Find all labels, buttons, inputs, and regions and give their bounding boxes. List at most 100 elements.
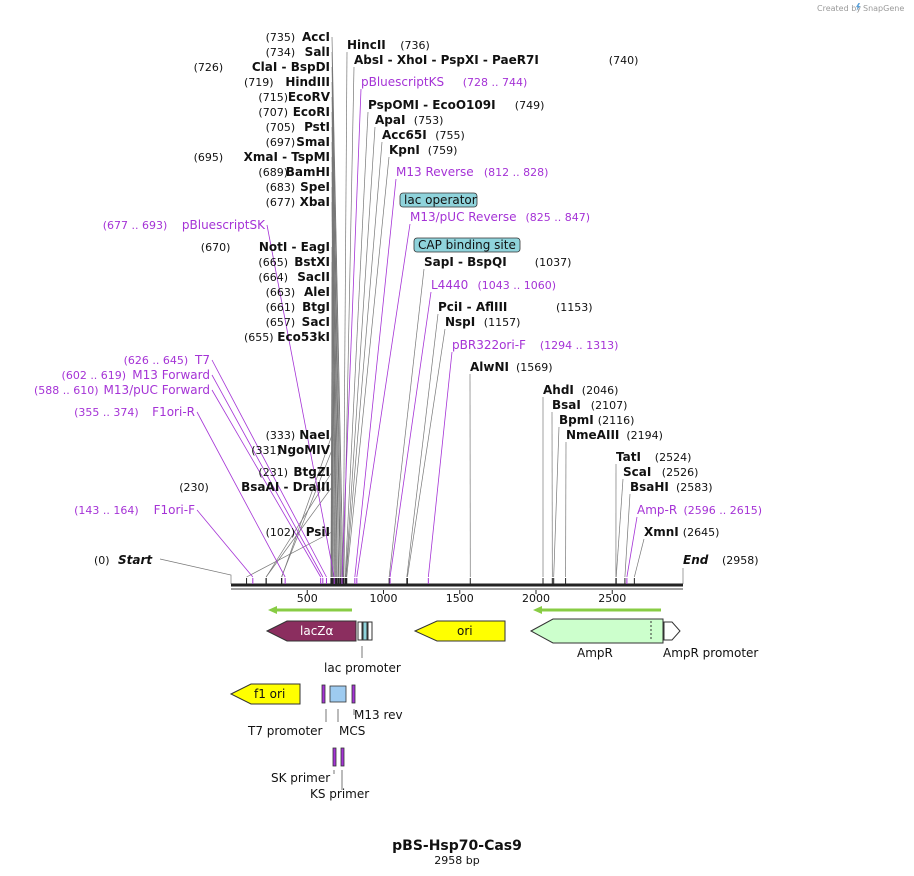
primer-leader xyxy=(196,411,286,578)
enzyme-label[interactable]: ClaI - BspDI xyxy=(252,60,330,74)
primer-leader xyxy=(389,291,432,578)
enzyme-label[interactable]: SacI xyxy=(302,315,330,329)
leader-line xyxy=(281,449,333,578)
ampr-label: AmpR xyxy=(577,646,613,660)
enzyme-label[interactable]: NotI - EagI xyxy=(259,240,330,254)
enzyme-position: (657) xyxy=(266,316,296,329)
primer-label[interactable]: F1ori-F xyxy=(154,503,195,517)
ampr-promoter-feature[interactable] xyxy=(663,621,681,641)
primer-label[interactable]: F1ori-R xyxy=(152,405,195,419)
enzyme-label[interactable]: BsaAI - DraIII xyxy=(241,480,330,494)
enzyme-label[interactable]: AhdI xyxy=(543,383,574,397)
enzyme-position: (102) xyxy=(266,526,296,539)
enzyme-label[interactable]: Acc65I xyxy=(382,128,427,142)
enzyme-label[interactable]: BtgZI xyxy=(293,465,330,479)
primer-label[interactable]: pBluescriptSK xyxy=(182,218,266,232)
f1-ori-feature[interactable]: f1 ori xyxy=(229,683,301,705)
primer-label[interactable]: pBluescriptKS xyxy=(361,75,444,89)
primer-label[interactable]: M13 Forward xyxy=(132,368,210,382)
leader-line xyxy=(634,538,645,578)
enzyme-position: (2526) xyxy=(662,466,699,479)
enzyme-label[interactable]: PspOMI - EcoO109I xyxy=(368,98,496,112)
sequence-backbone xyxy=(231,583,683,590)
enzyme-label[interactable]: NgoMIV xyxy=(277,443,330,457)
enzyme-label[interactable]: AleI xyxy=(304,285,330,299)
leader-line xyxy=(331,126,339,578)
enzyme-label[interactable]: AbsI - XhoI - PspXI - PaeR7I xyxy=(354,53,539,67)
ampr-feature[interactable] xyxy=(529,618,664,644)
enzyme-label[interactable]: ScaI xyxy=(623,465,651,479)
sk-primer-feature[interactable] xyxy=(332,747,337,774)
enzyme-label[interactable]: SmaI xyxy=(296,135,330,149)
enzyme-label[interactable]: XbaI xyxy=(300,195,330,209)
enzyme-position: (707) xyxy=(258,106,288,119)
enzyme-label[interactable]: BpmI xyxy=(559,413,594,427)
t7-promoter-feature[interactable] xyxy=(321,684,327,722)
primer-label[interactable]: M13/pUC Reverse xyxy=(410,210,517,224)
enzyme-label[interactable]: SacII xyxy=(297,270,330,284)
enzyme-label[interactable]: NmeAIII xyxy=(566,428,619,442)
enzyme-position: (1569) xyxy=(516,361,553,374)
enzyme-label[interactable]: ApaI xyxy=(375,113,405,127)
m13-rev-feature[interactable] xyxy=(351,684,356,715)
primer-range: (626 .. 645) xyxy=(124,354,189,367)
primer-label[interactable]: L4440 xyxy=(431,278,468,292)
enzyme-label[interactable]: NaeI xyxy=(299,428,330,442)
ks-primer-feature[interactable] xyxy=(340,747,345,790)
primer-range: (588 .. 610) xyxy=(34,384,99,397)
enzyme-label[interactable]: PsiI xyxy=(306,525,330,539)
primer-range: (355 .. 374) xyxy=(74,406,139,419)
orf-arrow-ampr xyxy=(533,606,661,614)
enzyme-label[interactable]: XmaI - TspMI xyxy=(244,150,330,164)
enzyme-label[interactable]: PstI xyxy=(304,120,330,134)
enzyme-label[interactable]: EcoRV xyxy=(288,90,331,104)
enzyme-label[interactable]: BsaHI xyxy=(630,480,669,494)
primer-label[interactable]: pBR322ori-F xyxy=(452,338,526,352)
enzyme-label[interactable]: BtgI xyxy=(302,300,330,314)
ori-feature[interactable]: ori xyxy=(413,620,506,642)
enzyme-label[interactable]: AccI xyxy=(302,30,330,44)
primer-range: (728 .. 744) xyxy=(463,76,528,89)
enzyme-position: (759) xyxy=(428,144,458,157)
enzyme-label[interactable]: Eco53kI xyxy=(277,330,330,344)
enzyme-label[interactable]: SpeI xyxy=(300,180,330,194)
primer-label[interactable]: Amp-R xyxy=(637,503,677,517)
primer-label[interactable]: M13 Reverse xyxy=(396,165,474,179)
primer-leader xyxy=(356,223,411,578)
enzyme-label[interactable]: XmnI xyxy=(644,525,679,539)
lac-promoter-feature[interactable] xyxy=(357,621,373,658)
leader-line xyxy=(331,96,341,578)
primer-label[interactable]: M13/pUC Forward xyxy=(103,383,210,397)
enzyme-label[interactable]: KpnI xyxy=(389,143,420,157)
primer-leader xyxy=(427,351,453,578)
leader-line xyxy=(406,313,439,578)
enzyme-label[interactable]: TatI xyxy=(616,450,641,464)
enzyme-position: (677) xyxy=(266,196,296,209)
enzyme-label[interactable]: BamHI xyxy=(286,165,330,179)
enzyme-label[interactable]: AlwNI xyxy=(470,360,509,374)
sk-primer-label: SK primer xyxy=(271,771,330,785)
ruler-label: 2500 xyxy=(598,592,626,605)
enzyme-label[interactable]: BstXI xyxy=(294,255,330,269)
mcs-feature[interactable] xyxy=(329,685,347,722)
lac-promoter-label: lac promoter xyxy=(324,661,401,675)
cap-binding-site-box[interactable]: CAP binding site xyxy=(413,237,521,253)
enzyme-position: (655) xyxy=(244,331,274,344)
enzyme-label[interactable]: SapI - BspQI xyxy=(424,255,507,269)
primer-leader xyxy=(266,224,335,578)
enzyme-position: (1037) xyxy=(535,256,572,269)
start-position: (0) xyxy=(94,554,110,567)
enzyme-label[interactable]: EcoRI xyxy=(293,105,330,119)
enzyme-label[interactable]: BsaI xyxy=(552,398,581,412)
enzyme-label[interactable]: NspI xyxy=(445,315,475,329)
enzyme-label[interactable]: PciI - AflIII xyxy=(438,300,507,314)
lacza-feature[interactable]: lacZα xyxy=(265,620,357,642)
enzyme-position: (753) xyxy=(414,114,444,127)
enzyme-label[interactable]: SalI xyxy=(305,45,330,59)
lac-operator-box[interactable]: lac operator xyxy=(399,192,478,208)
enzyme-label[interactable]: HindIII xyxy=(285,75,330,89)
enzyme-label[interactable]: HincII xyxy=(347,38,386,52)
enzyme-position: (719) xyxy=(244,76,274,89)
primer-leader xyxy=(341,88,362,578)
primer-label[interactable]: T7 xyxy=(194,353,210,367)
